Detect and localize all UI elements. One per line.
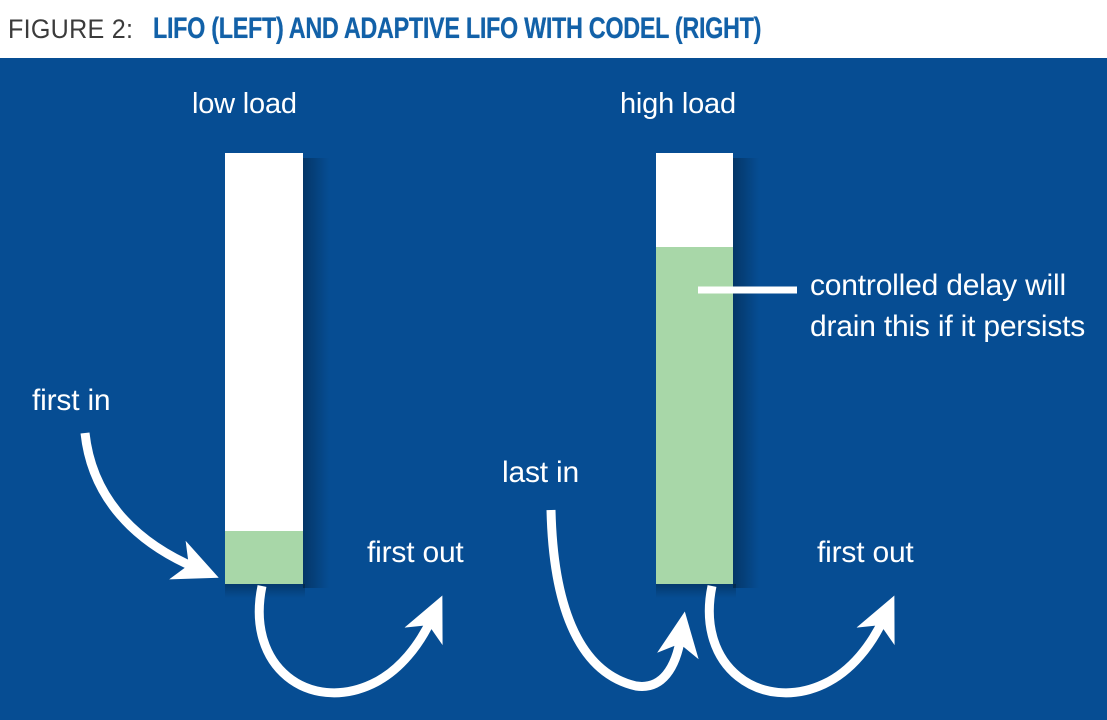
first-in-arrow-icon [80,432,219,580]
label-last-in: last in [502,456,579,489]
high-load-title: high load [620,88,736,120]
first-out-left-arrow-icon [254,585,443,698]
label-first-out-right: first out [817,536,914,569]
left-queue-bar [225,153,329,598]
figure-caption: FIGURE 2: LIFO (LEFT) AND ADAPTIVE LIFO … [0,0,1107,58]
last-in-arrow-icon [546,509,699,691]
label-first-out-left: first out [367,536,464,569]
label-first-in: first in [32,384,111,417]
label-controlled-delay-annotation: controlled delay will drain this if it p… [810,269,1086,343]
figure-caption-title: LIFO (LEFT) AND ADAPTIVE LIFO WITH CODEL… [152,12,761,45]
first-out-right-arrow-icon [704,585,895,698]
low-load-title: low load [192,88,297,120]
figure-panel: low load high load first in first out la… [0,58,1107,720]
figure-caption-prefix: FIGURE 2: [8,13,134,44]
diagram-canvas [80,153,895,698]
right-queue-bar [656,153,759,598]
